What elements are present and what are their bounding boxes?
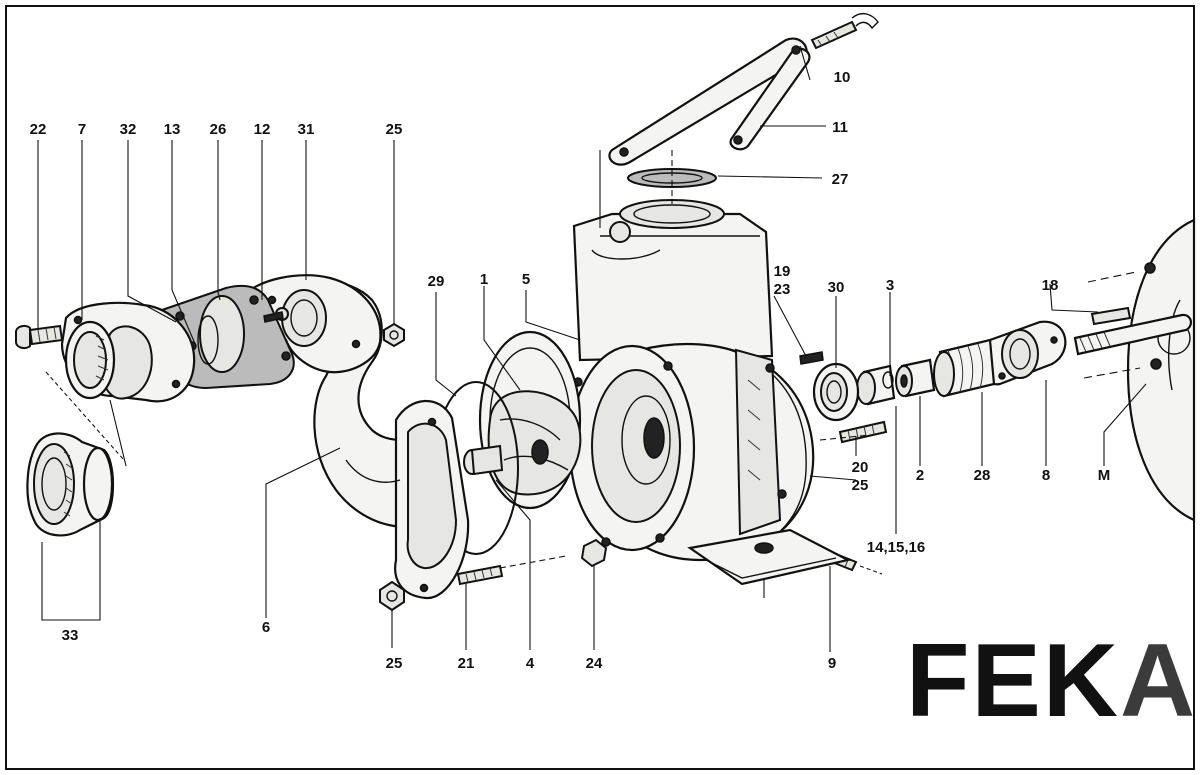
label-33: 33 [62, 627, 79, 644]
label-19: 19 [774, 263, 791, 280]
label-24: 24 [586, 655, 603, 672]
nut-25-bottom [379, 580, 405, 612]
brand-letters: FEK [906, 623, 1120, 739]
seal-spring [933, 338, 996, 398]
label-3: 3 [886, 277, 894, 294]
label-8: 8 [1042, 467, 1050, 484]
brand-accent-letter: A [1120, 623, 1197, 739]
label-7: 7 [78, 121, 86, 138]
key [1090, 306, 1132, 326]
label-9: 9 [828, 655, 836, 672]
nut-25-top [383, 322, 405, 348]
label-13: 13 [164, 121, 181, 138]
brand-logo: FEKA [906, 623, 1197, 739]
label-26: 26 [210, 121, 227, 138]
part-labels: 22 7 32 13 26 12 31 25 29 1 5 10 11 27 1… [30, 69, 1111, 672]
shaft [1073, 306, 1192, 356]
label-12: 12 [254, 121, 271, 138]
label-27: 27 [832, 171, 849, 188]
label-29: 29 [428, 273, 445, 290]
label-18: 18 [1042, 277, 1059, 294]
pump-casing [568, 199, 852, 586]
label-6: 6 [262, 619, 270, 636]
bolt-24 [580, 538, 608, 568]
bolt-22 [15, 324, 64, 350]
stud-21 [456, 564, 504, 586]
valve-bolt-31 [263, 307, 289, 323]
svg-text:FEKA: FEKA [906, 623, 1197, 739]
label-25-top: 25 [386, 121, 403, 138]
wear-ring-30 [812, 362, 860, 422]
leader-lines [37, 45, 1147, 652]
label-10: 10 [834, 69, 851, 86]
clamp-screw-10 [810, 12, 879, 50]
gasket-27 [627, 168, 717, 188]
label-2: 2 [916, 467, 924, 484]
label-5: 5 [522, 271, 530, 288]
hose-coupling-33 [26, 432, 114, 537]
label-21: 21 [458, 655, 475, 672]
label-1: 1 [480, 271, 488, 288]
label-32: 32 [120, 121, 137, 138]
label-4: 4 [526, 655, 535, 672]
label-11: 11 [832, 119, 848, 136]
label-25-bottom: 25 [386, 655, 403, 672]
label-30: 30 [828, 279, 845, 296]
impeller-4 [463, 390, 582, 496]
label-23: 23 [774, 281, 791, 298]
label-25-right: 25 [852, 477, 869, 494]
suction-elbow-6 [241, 274, 470, 600]
label-28: 28 [974, 467, 991, 484]
label-20: 20 [852, 459, 869, 476]
label-22: 22 [30, 121, 47, 138]
label-31: 31 [298, 121, 315, 138]
bushing-2 [895, 358, 936, 398]
inlet-flange-7 [60, 301, 196, 403]
bushing-3 [856, 364, 896, 406]
label-14-15-16: 14,15,16 [867, 539, 925, 556]
label-M: M [1098, 467, 1111, 484]
